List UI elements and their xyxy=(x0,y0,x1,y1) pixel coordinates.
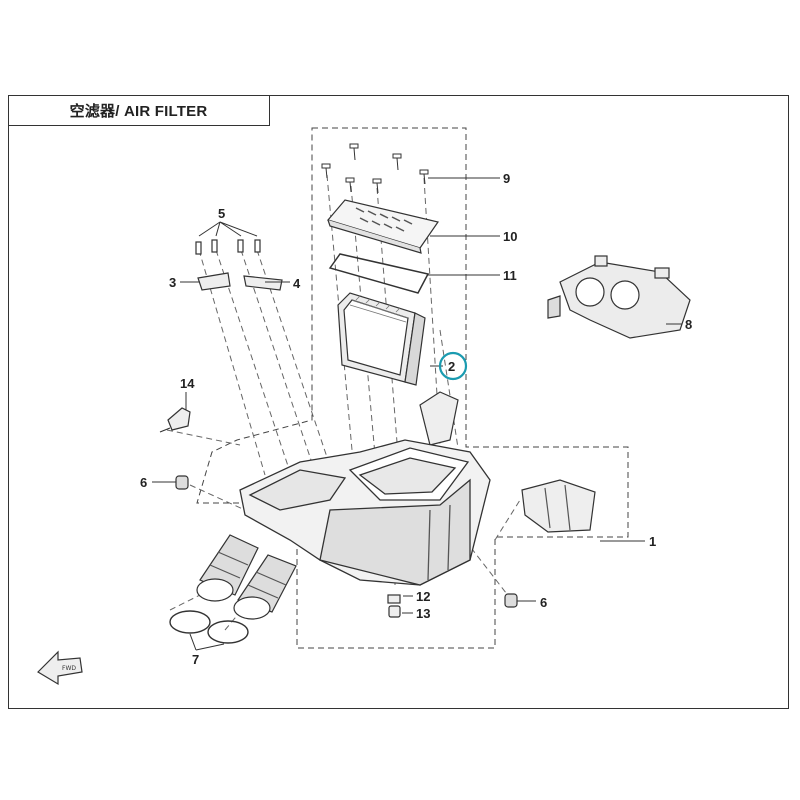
assembly-boundary xyxy=(196,127,629,649)
callout-2: 2 xyxy=(448,359,455,374)
callout-10: 10 xyxy=(503,229,517,244)
svg-text:FWD: FWD xyxy=(62,665,76,672)
screws xyxy=(321,143,429,194)
title-box: 空滤器/ AIR FILTER xyxy=(8,95,270,126)
callout-14: 14 xyxy=(180,376,195,391)
hose-clamps xyxy=(169,610,249,644)
callout-9: 9 xyxy=(503,171,510,186)
callout-8: 8 xyxy=(685,317,692,332)
callout-6b: 6 xyxy=(540,595,547,610)
filter-cover xyxy=(326,199,439,254)
drain-plug xyxy=(387,594,401,618)
callout-6a: 6 xyxy=(140,475,147,490)
callout-4: 4 xyxy=(293,276,301,291)
diagram-title: 空滤器/ AIR FILTER xyxy=(69,102,208,120)
throttle-body xyxy=(547,255,691,339)
filter-element xyxy=(337,292,426,386)
callout-numbers: 1 2 3 4 5 6 6 7 8 9 10 11 12 13 14 xyxy=(140,171,692,667)
callout-13: 13 xyxy=(416,606,430,621)
callout-5: 5 xyxy=(218,206,225,221)
intake-boots xyxy=(196,534,297,620)
leader-lines xyxy=(152,177,682,651)
intake-snorkel xyxy=(419,391,459,446)
mounting-brackets xyxy=(195,239,283,291)
forward-arrow: FWD xyxy=(37,650,83,686)
callout-3: 3 xyxy=(169,275,176,290)
callout-7: 7 xyxy=(192,652,199,667)
callout-1: 1 xyxy=(649,534,656,549)
cover-gasket xyxy=(328,253,430,294)
temp-sensor xyxy=(159,407,191,433)
airbox-housing xyxy=(239,439,491,586)
side-duct xyxy=(521,479,596,533)
diagram-frame xyxy=(8,95,789,709)
highlight-ring xyxy=(438,351,468,381)
callout-12: 12 xyxy=(416,589,430,604)
callout-11: 11 xyxy=(503,268,517,283)
